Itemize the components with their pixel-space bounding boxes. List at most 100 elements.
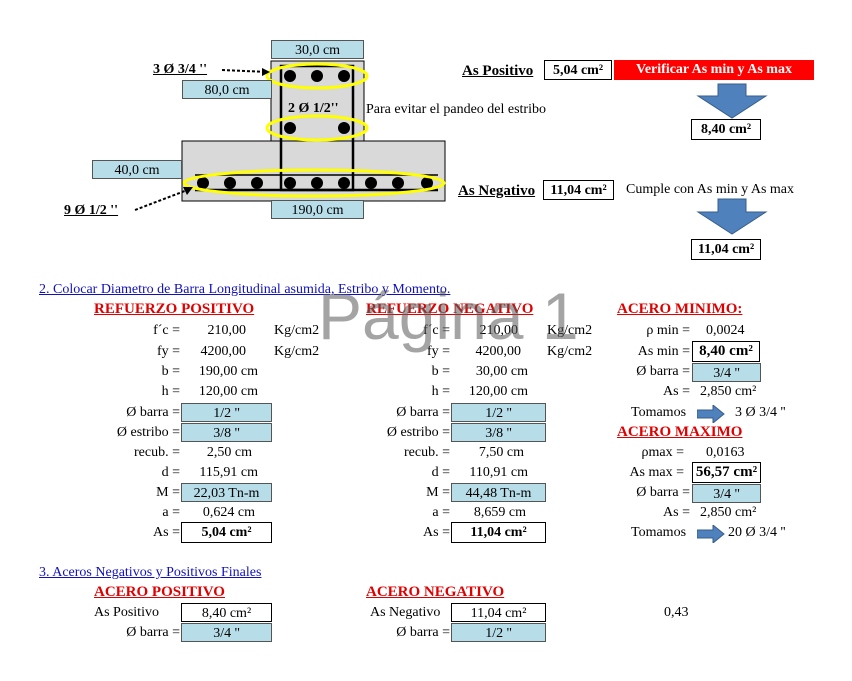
neg-fc: 210,00 [479,323,519,338]
neg-h: 120,00 cm [468,384,528,399]
final-neg-bar-label: Ø barra = [396,625,450,640]
final-pos-title: ACERO POSITIVO [94,584,225,600]
min-rho-label: ρ min = [646,323,690,338]
neg-b-label: b = [431,364,450,379]
max-as-label: As max = [629,465,684,480]
pos-b-label: b = [161,364,180,379]
arrow-right-icon [697,405,725,423]
highlight-top-bars [265,62,369,90]
as-positive-value: 5,04 cm² [544,60,612,80]
neg-as-value: 11,04 cm² [451,522,546,543]
as-negative-label: As Negativo [458,183,536,199]
neg-fy-unit: Kg/cm2 [547,344,593,359]
verify-banner: Verificar As min y As max [614,60,814,80]
neg-fy: 4200,00 [475,344,522,359]
max-rho-label: ρmax = [641,445,685,460]
section-3-title[interactable]: 3. Aceros Negativos y Positivos Finales [39,565,262,580]
pos-m-label: M = [156,485,180,500]
flange-thick-label: 40,0 cm [92,160,182,179]
max-bar-input[interactable]: 3/4 '' [692,484,761,503]
neg-recub-label: recub. = [404,445,450,460]
rebar-bottom [392,177,404,189]
final-neg-bar-input[interactable]: 1/2 '' [451,623,546,642]
pos-m-input[interactable]: 22,03 Tn-m [181,483,272,502]
width-top-label: 30,0 cm [271,40,364,59]
pos-bar-input[interactable]: 1/2 '' [181,403,272,422]
pos-a-label: a = [162,505,180,520]
min-take-label: Tomamos [631,405,687,420]
min-as-value: 8,40 cm² [692,341,760,362]
neg-a-label: a = [432,505,450,520]
rebar-bottom [311,177,323,189]
pos-fy: 4200,00 [200,344,247,359]
mid-bars-label: 2 Ø 1/2'' [288,101,339,116]
min-take: 3 Ø 3/4 '' [735,405,786,420]
as-positive-result: 8,40 cm² [691,119,761,140]
final-neg-value: 11,04 cm² [451,603,546,622]
pos-b: 190,00 cm [198,364,258,379]
final-pos-value: 8,40 cm² [181,603,272,622]
pos-bar-label: Ø barra = [126,405,180,420]
rebar-top [311,70,323,82]
pos-fc-unit: Kg/cm2 [274,323,320,338]
min-bar-label: Ø barra = [636,364,690,379]
rebar-mid [338,122,350,134]
rebar-bottom [197,177,209,189]
rebar-top [284,70,296,82]
neg-a: 8,659 cm [473,505,526,520]
pos-d: 115,91 cm [199,465,258,480]
pos-h: 120,00 cm [198,384,258,399]
pos-as-value: 5,04 cm² [181,522,272,543]
rebar-mid [284,122,296,134]
pos-fy-unit: Kg/cm2 [274,344,320,359]
neg-m-label: M = [426,485,450,500]
rebar-bottom [284,177,296,189]
pos-a: 0,624 cm [202,505,255,520]
rebar-top [338,70,350,82]
max-as2: 2,850 cm² [700,505,757,520]
top-bars-label: 3 Ø 3/4 '' [153,62,208,77]
max-take: 20 Ø 3/4 '' [728,525,786,540]
final-neg-title: ACERO NEGATIVO [366,584,505,600]
pos-title: REFUERZO POSITIVO [94,301,255,317]
as-negative-result: 11,04 cm² [691,239,761,260]
neg-fc-unit: Kg/cm2 [547,323,593,338]
neg-stirrup-input[interactable]: 3/8 '' [451,423,546,442]
rebar-bottom [251,177,263,189]
max-as-value: 56,57 cm² [692,462,761,483]
max-bar-label: Ø barra = [636,485,690,500]
neg-b: 30,00 cm [475,364,528,379]
section-2-title[interactable]: 2. Colocar Diametro de Barra Longitudina… [39,282,451,297]
pos-d-label: d = [161,465,180,480]
pos-stirrup-label: Ø estribo = [116,425,180,440]
neg-as-label: As = [423,525,450,540]
neg-d: 110,91 cm [469,465,528,480]
neg-h-label: h = [431,384,450,399]
neg-stirrup-label: Ø estribo = [386,425,450,440]
final-pos-bar-input[interactable]: 3/4 '' [181,623,272,642]
highlight-mid-bars [265,114,369,142]
neg-bar-input[interactable]: 1/2 '' [451,403,546,422]
ratio-value: 0,43 [664,605,689,620]
final-pos-label: As Positivo [94,605,159,620]
neg-recub: 7,50 cm [478,445,524,460]
max-rho: 0,0163 [706,445,745,460]
max-take-label: Tomamos [631,525,687,540]
pos-recub-label: recub. = [134,445,180,460]
rebar-bottom [365,177,377,189]
neg-d-label: d = [431,465,450,480]
min-bar-input[interactable]: 3/4 '' [692,363,761,382]
bottom-bars-label: 9 Ø 1/2 '' [64,203,119,218]
rebar-bottom [421,177,433,189]
min-as-label: As min = [637,344,690,359]
as-negative-value: 11,04 cm² [543,180,614,200]
beam-section-diagram [134,60,768,235]
pos-stirrup-input[interactable]: 3/8 '' [181,423,272,442]
min-title: ACERO MINIMO: [617,301,743,317]
arrow-down-icon [696,83,768,119]
neg-fy-label: fy = [426,344,450,359]
rebar-bottom [338,177,350,189]
neg-m-input[interactable]: 44,48 Tn-m [451,483,546,502]
min-as2-label: As = [663,384,690,399]
neg-note: Cumple con As min y As max [626,182,794,197]
